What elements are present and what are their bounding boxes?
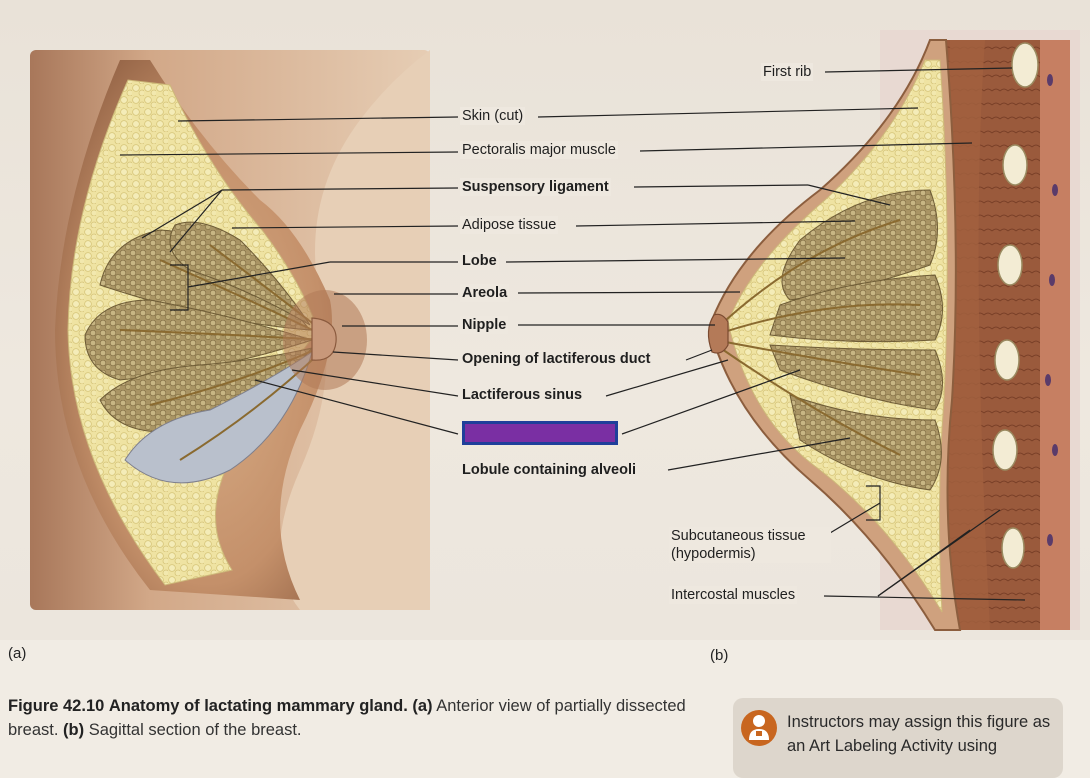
instructor-badge-icon <box>741 710 777 746</box>
label-skin-cut: Skin (cut) <box>460 107 526 125</box>
instructor-note: Instructors may assign this figure as an… <box>733 698 1063 778</box>
caption-a-marker: (a) <box>412 697 433 715</box>
label-lobule-alveoli: Lobule containing alveoli <box>460 461 639 479</box>
label-intercostal-muscles: Intercostal muscles <box>669 586 798 604</box>
caption-title: Anatomy of lactating mammary gland. <box>108 697 408 715</box>
figure-caption: Figure 42.10 Anatomy of lactating mammar… <box>8 694 723 742</box>
label-suspensory-ligament: Suspensory ligament <box>460 178 611 196</box>
label-lactiferous-sinus: Lactiferous sinus <box>460 386 585 404</box>
label-subcutaneous-tissue: Subcutaneous tissue (hypodermis) <box>669 527 831 563</box>
label-pectoralis-major: Pectoralis major muscle <box>460 141 618 159</box>
label-adipose-tissue: Adipose tissue <box>460 216 559 234</box>
label-areola: Areola <box>460 284 510 302</box>
label-first-rib: First rib <box>761 63 814 81</box>
label-nipple: Nipple <box>460 316 509 334</box>
instructor-note-text: Instructors may assign this figure as an… <box>787 713 1051 755</box>
answer-drop-box[interactable] <box>462 421 618 445</box>
breast-anatomy-illustration <box>30 30 1080 631</box>
caption-a-text: Anterior view of partially dissected bre… <box>8 697 686 739</box>
caption-b-text: Sagittal section of the breast. <box>88 721 302 739</box>
panel-b-label: (b) <box>710 647 729 664</box>
label-lobe: Lobe <box>460 252 499 270</box>
caption-b-marker: (b) <box>63 721 85 739</box>
caption-figure-number: Figure 42.10 <box>8 697 105 715</box>
panel-a-label: (a) <box>8 645 27 662</box>
label-opening-lactiferous-duct: Opening of lactiferous duct <box>460 350 653 368</box>
